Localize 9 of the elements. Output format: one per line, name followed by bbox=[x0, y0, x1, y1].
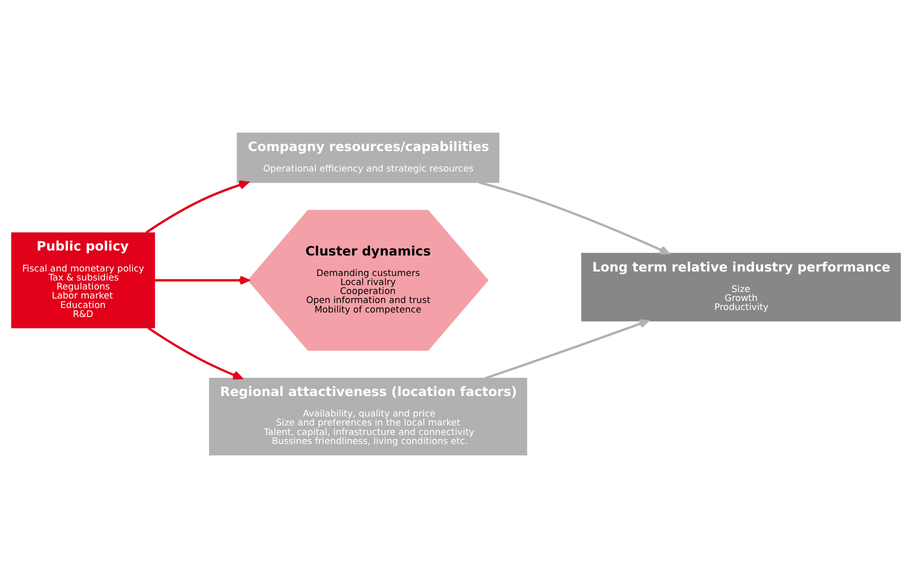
arrow bbox=[485, 318, 649, 379]
arrow bbox=[148, 326, 242, 379]
arrow bbox=[154, 275, 250, 284]
node-box: Long term relative industry performance Size Growth Productivity bbox=[581, 252, 901, 321]
arrow bbox=[479, 180, 670, 254]
node-box: Public policy Fiscal and monetary policy Tax & subsidies Regulations Labor market Education R&D bbox=[11, 232, 156, 328]
node-box: Regional attactiveness (location factors) Availability, quality and price Size and preferences in the local market Talent, capital, infrastructure and connectivity Bussines friendliness, living conditions etc. bbox=[209, 377, 528, 455]
node-box: Compagny resources/capabilities Operational efficiency and strategic resources bbox=[236, 132, 500, 182]
arrow bbox=[146, 180, 249, 233]
